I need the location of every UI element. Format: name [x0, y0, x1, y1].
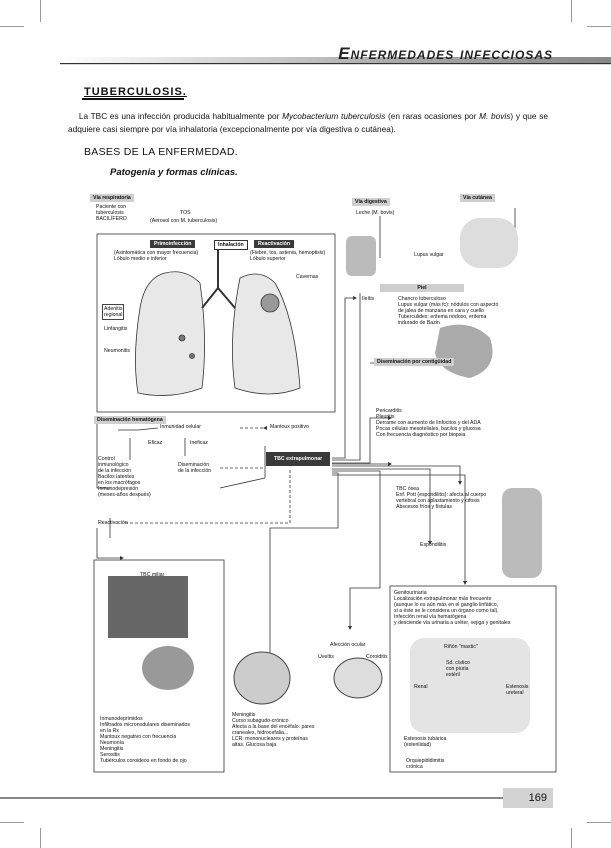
neumonitis-text: Neumonitis	[104, 348, 130, 354]
subsection-title: BASES DE LA ENFERMEDAD.	[84, 146, 238, 158]
eficaz-text: Eficaz	[148, 440, 163, 446]
cavernas-text: Cavernas	[296, 274, 319, 280]
afeccion-ocular-text: Afección ocular	[330, 642, 366, 648]
espondilitis-text: Espondilitis	[420, 542, 447, 548]
crop-mark	[587, 26, 611, 27]
meningitis-text: Meningitis Curso subagudo-crónico Afecta…	[232, 712, 315, 748]
estenosis-tubarica-text: Estenosis tubárica (esterilidad)	[404, 736, 447, 748]
sd-cistico-text: Sd. cístico con piuria estéril	[446, 660, 470, 678]
intro-paragraph: La TBC es una infección producida habitu…	[68, 111, 549, 134]
via-digestiva-label: Vía digestiva	[352, 198, 390, 206]
piel-desc: Chancro tuberculoso Lupus vulgar (más fc…	[398, 296, 499, 326]
tos-text: TOS	[180, 210, 191, 216]
crop-mark	[0, 822, 24, 823]
estenosis-ureteral-text: Estenosis ureteral	[506, 684, 529, 696]
figure-lines	[93, 208, 557, 773]
pericarditis-text: Pericarditis Pleuritis Derrame con aumen…	[376, 408, 481, 438]
tbc-osea-text: TBC ósea Enf. Pott (espondilitis): afect…	[396, 486, 487, 510]
footer-line	[0, 797, 503, 799]
inmunidad-text: Inmunidad celular	[160, 424, 201, 430]
crop-mark	[571, 0, 572, 22]
tbc-miliar-text: TBC miliar	[140, 572, 165, 578]
adenitis-text: Adenitis regional	[102, 304, 125, 320]
diseminacion-infeccion-text: Diseminación de la infección	[178, 462, 212, 474]
via-respiratoria-label: Vía respiratoria	[90, 194, 134, 202]
page-number: 169	[503, 788, 553, 808]
mantoux-text: Mantoux positivo	[270, 424, 309, 430]
orquiepididimitis-text: Orquiepididimitis crónica	[406, 758, 445, 770]
crop-mark	[571, 828, 572, 848]
inhalacion-label: Inhalación	[214, 240, 248, 250]
diseminacion-hematogena-label: Diseminación hematógena	[94, 416, 166, 424]
control-text: Control inmunológico de la infección Bac…	[98, 456, 151, 498]
figure-title: Patogenia y formas clínicas.	[110, 167, 238, 178]
piel-label: Piel	[380, 284, 464, 292]
reactivacion-top-label: Reactivación	[254, 240, 295, 248]
section-underline	[82, 98, 184, 100]
header-bar	[60, 57, 611, 65]
leche-text: Leche (M. bovis)	[356, 210, 395, 216]
rinon-text: Riñón "mastic"	[444, 644, 478, 650]
tbc-extrapulmonar-label: TBC extrapulmonar	[266, 452, 331, 466]
genitourinaria-text: Genitourinaria Localización extrapulmona…	[394, 590, 511, 626]
crop-mark	[587, 822, 611, 823]
via-cutanea-label: Vía cutánea	[460, 194, 495, 202]
ileitis-text: Ileítis	[362, 296, 375, 302]
miliar-desc: Inmunodeprimidos Infiltrados micronodula…	[100, 716, 190, 764]
primo-desc: (Asintomática con mayor frecuencia) Lóbu…	[114, 250, 199, 262]
section-title: TUBERCULOSIS.	[84, 86, 187, 98]
uveitis-text: Uveítis	[318, 654, 334, 660]
coroiditis-text: Coroiditis	[366, 654, 388, 660]
aerosol-text: (Aerosol con M. tuberculosis)	[150, 218, 218, 224]
pathogenesis-figure: Vía respiratoria Paciente con tuberculos…	[90, 188, 562, 786]
crop-mark	[40, 828, 41, 848]
ineficaz-text: Ineficaz	[190, 440, 208, 446]
reac-desc: (Fiebre, tos, astenia, hemoptisis) Lóbul…	[250, 250, 326, 262]
crop-mark	[40, 0, 41, 22]
header-title: Enfermedades infecciosas	[338, 44, 553, 63]
reactivacion-text: Reactivación	[98, 520, 128, 526]
primoinfeccion-label: Primoinfección	[150, 240, 196, 248]
linfangitis-text: Linfangitis	[104, 326, 128, 332]
paciente-text: Paciente con tuberculosis BACILÍFERO	[96, 204, 127, 222]
diseminacion-contiguidad-label: Diseminación por contigüidad	[374, 358, 455, 366]
lupus-text: Lupus vulgar	[414, 252, 444, 258]
renal-text: Renal	[414, 684, 428, 690]
crop-mark	[0, 26, 24, 27]
